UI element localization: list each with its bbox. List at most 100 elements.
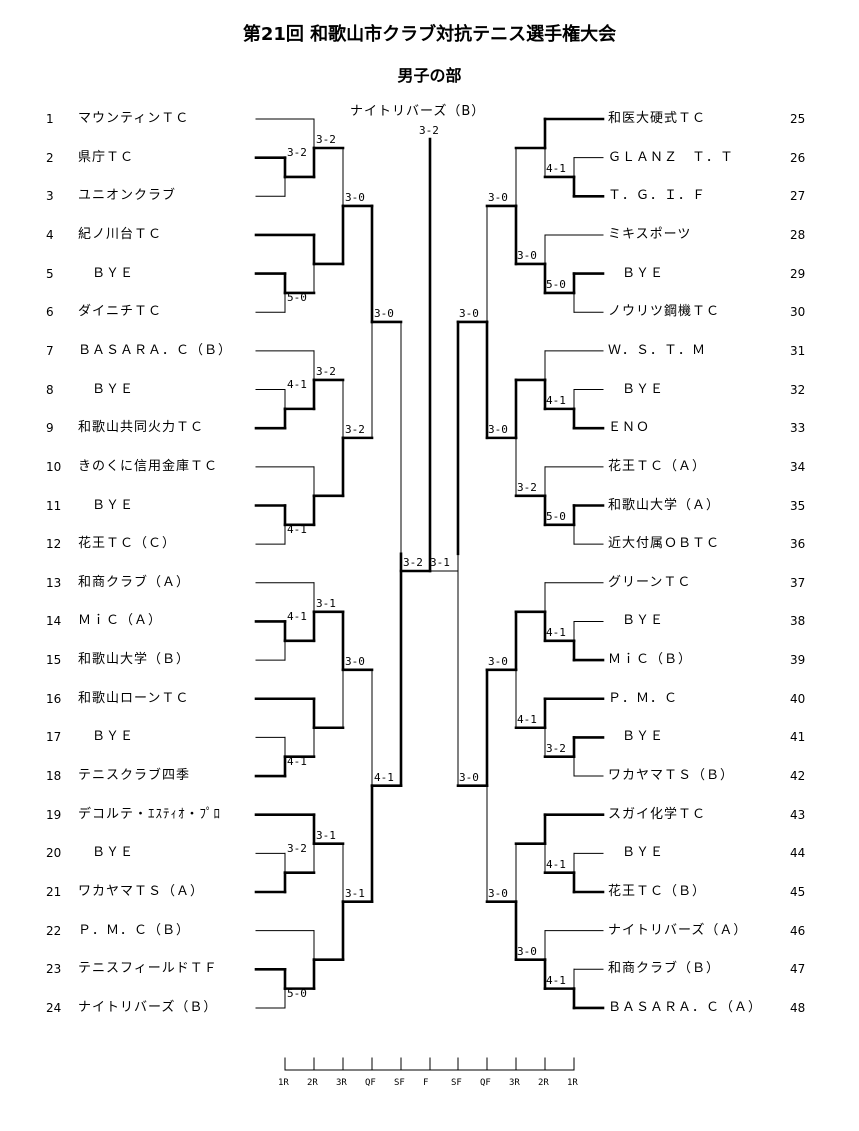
left-r2-score: 3-1 [316,828,336,842]
entry-name: ナイトリバーズ（Ｂ） [78,999,218,1015]
entry-name: ＢＹＥ [608,729,665,745]
entry-name: 和歌山大学（Ｂ） [78,652,191,668]
entry-number: 33 [790,421,806,436]
champion-score: 3-2 [419,124,439,137]
left-sf-score: 3-2 [403,556,423,569]
right-qf-score: 3-0 [459,770,479,784]
round-axis-label: SF [451,1078,462,1088]
right-r1-score: 3-2 [546,741,566,755]
entry-number: 5 [46,266,54,281]
entry-name: スガイ化学ＴＣ [608,806,707,822]
entry-number: 47 [790,962,806,977]
entry-name: 和商クラブ（Ｂ） [608,961,721,977]
entry-number: 16 [46,691,62,706]
left-qf-score: 4-1 [374,770,394,784]
left-r2-score: 3-1 [316,596,336,610]
entry-name: ワカヤマＴＳ（Ｂ） [608,768,735,784]
entry-name: ＢＡＳＡＲＡ．Ｃ（Ｂ） [78,342,233,358]
round-axis-label: 3R [336,1078,347,1088]
left-r1-score: 4-1 [287,609,307,623]
left-r3-score: 3-0 [345,654,365,668]
entry-name: ＢＹＥ [78,729,135,745]
entry-name: ＢＹＥ [78,265,135,281]
entry-name: ユニオンクラブ [78,188,177,204]
entry-number: 26 [790,150,806,165]
entry-number: 17 [46,730,62,745]
right-r3-score: 3-0 [488,654,508,668]
entry-number: 10 [46,459,62,474]
entry-name: デコルテ・ｴｽﾃｨｵ・ﾌﾟﾛ [78,806,222,822]
entry-name: ナイトリバーズ（Ａ） [608,922,748,938]
left-qf-score: 3-0 [374,306,394,320]
entry-name: 花王ＴＣ（Ｂ） [608,884,707,899]
entry-number: 18 [46,769,62,784]
entry-number: 14 [46,614,62,629]
entry-name: 花王ＴＣ（Ａ） [608,458,707,474]
entry-number: 21 [46,885,62,899]
entry-name: きのくに信用金庫ＴＣ [78,458,219,474]
round-axis-label: F [423,1078,429,1088]
entry-name: ＢＹＥ [608,381,665,397]
entry-number: 3 [46,189,54,204]
entry-number: 44 [790,846,806,861]
right-r1-score: 4-1 [546,625,566,639]
entry-number: 40 [790,691,806,706]
entry-name: 紀ノ川台ＴＣ [78,226,163,242]
entry-name: 和医大硬式ＴＣ [608,111,707,126]
entry-number: 37 [790,575,806,590]
entry-number: 34 [790,459,806,474]
entry-name: テニスクラブ四季 [78,768,191,784]
entry-name: 和歌山大学（Ａ） [608,497,721,513]
right-r3-score: 3-0 [488,886,508,900]
page-subtitle: 男子の部 [397,66,462,85]
entry-name: ＢＹＥ [78,497,135,513]
entry-number: 25 [790,112,806,126]
round-axis-label: SF [394,1078,405,1088]
entry-name: ＢＹＥ [608,265,665,281]
entry-name: Ｔ．Ｇ．Ｉ．Ｆ [608,188,707,204]
entry-number: 46 [790,923,806,938]
entry-number: 15 [46,653,62,668]
entry-name: ＢＹＥ [608,845,665,861]
entry-name: Ｐ．Ｍ．Ｃ [608,690,679,706]
entry-name: 県庁ＴＣ [78,149,135,165]
entry-number: 48 [790,1000,806,1015]
right-r2-score: 3-0 [517,248,537,262]
left-r1-score: 5-0 [287,290,307,304]
entry-name: ＢＡＳＡＲＡ．Ｃ（Ａ） [608,999,763,1015]
entry-number: 2 [46,150,54,165]
entry-name: ノウリツ鋼機ＴＣ [608,304,721,320]
right-r2-score: 3-0 [517,944,537,958]
entry-number: 38 [790,614,806,629]
left-r3-score: 3-2 [345,422,365,436]
left-r3-score: 3-1 [345,886,365,900]
entry-name: ミキスポーツ [608,226,692,242]
entry-name: マウンティンＴＣ [78,111,190,126]
entry-name: ＭｉＣ（Ｂ） [608,652,693,668]
entry-name: ＧＬＡＮＺ Ｔ．Ｔ [608,149,735,165]
left-r1-score: 4-1 [287,522,307,536]
entry-number: 35 [790,498,806,513]
entry-name: ダイニチＴＣ [78,304,163,320]
entry-number: 30 [790,305,806,320]
entry-number: 22 [46,923,62,938]
round-axis-label: 2R [538,1078,549,1088]
entry-name: テニスフィールドＴＦ [78,961,218,977]
right-r1-score: 4-1 [546,393,566,407]
entry-number: 24 [46,1000,62,1015]
left-r2-score: 3-2 [316,132,336,146]
entry-name: 和歌山共同火力ＴＣ [78,420,205,436]
entry-number: 41 [790,730,806,745]
round-axis-label: 3R [509,1078,520,1088]
entry-number: 20 [46,846,62,861]
right-r2-score: 4-1 [517,712,537,726]
right-r2-score: 3-2 [517,480,537,494]
entry-number: 28 [790,227,806,242]
entry-number: 13 [46,575,62,590]
round-axis-label: 1R [278,1078,289,1088]
entry-name: ＢＹＥ [608,613,665,629]
entry-number: 9 [46,421,54,436]
entry-number: 11 [46,498,62,513]
page-title: 第21回 和歌山市クラブ対抗テニス選手権大会 [242,24,617,45]
